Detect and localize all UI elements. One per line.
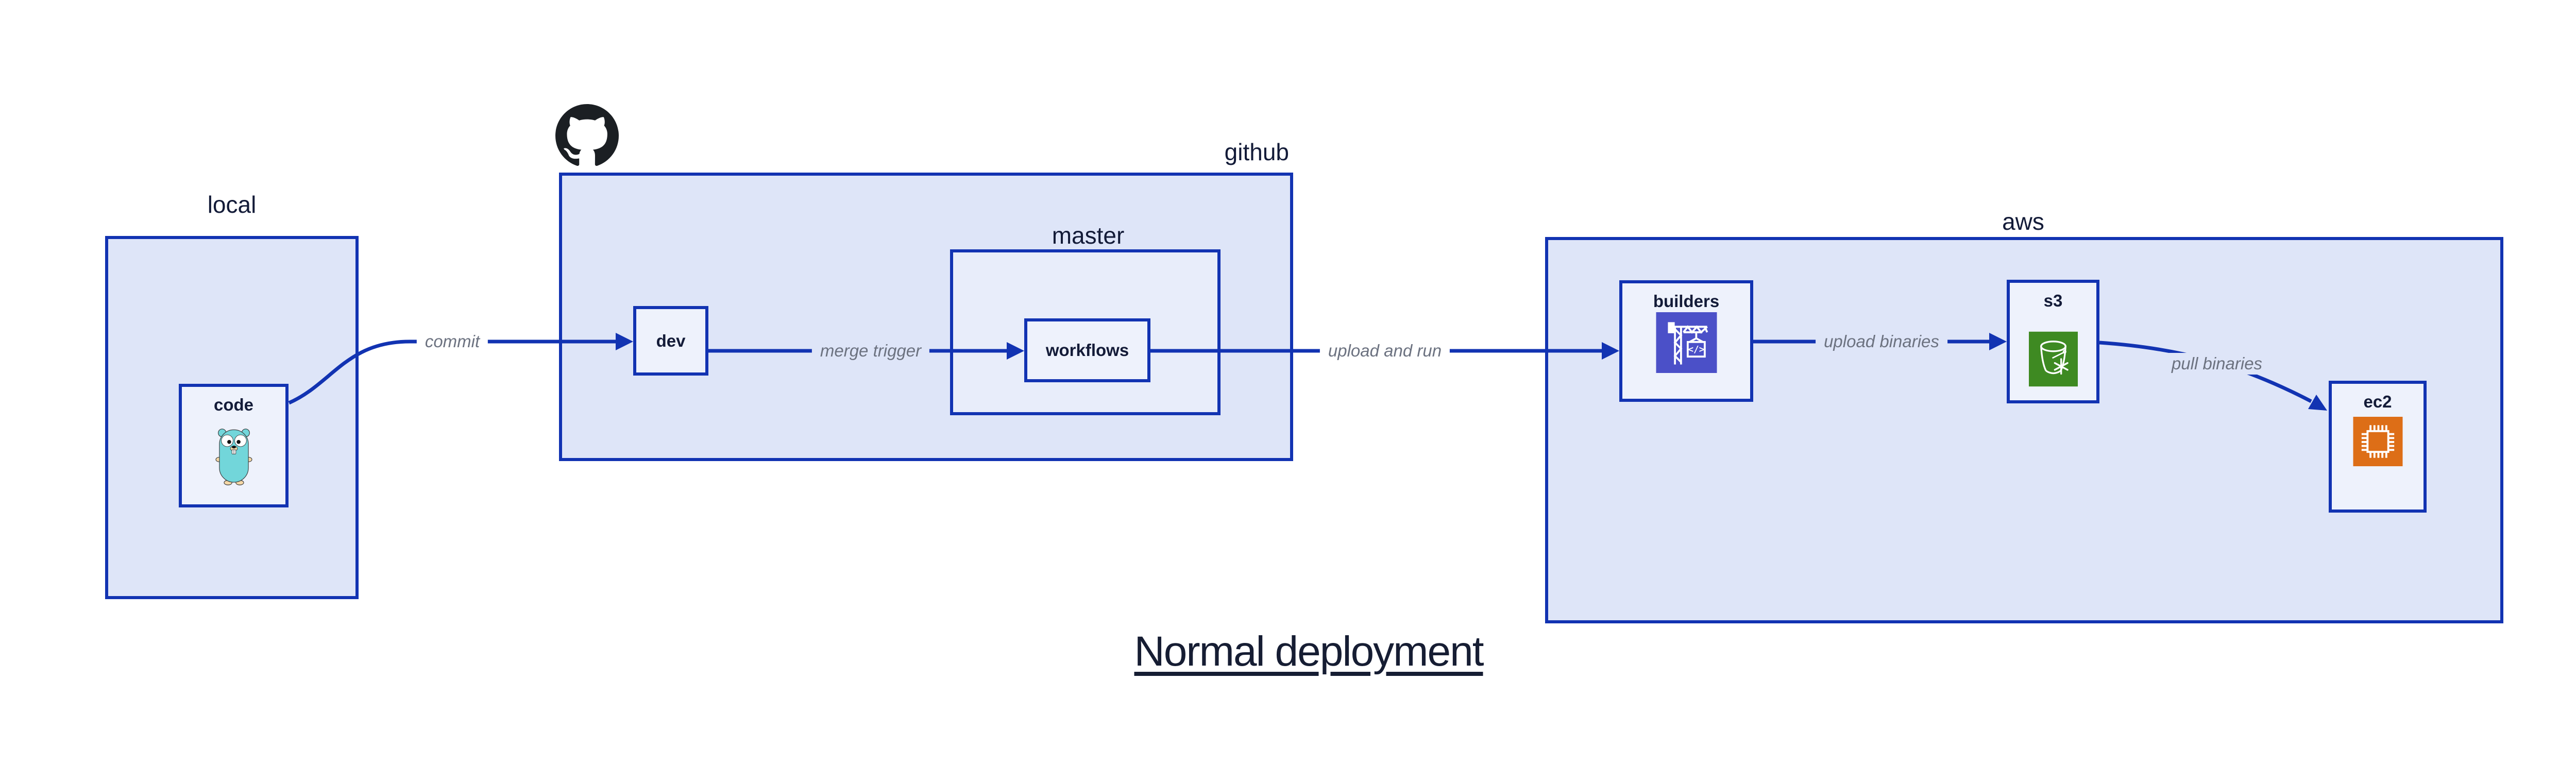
workflows-node-label: workflows: [1045, 341, 1129, 360]
ec2-node: ec2: [2329, 381, 2427, 513]
master-container-label: master: [1052, 222, 1125, 249]
s3-glacier-bucket-icon: [2028, 331, 2078, 389]
builders-node-label: builders: [1653, 292, 1720, 311]
github-container-label: github: [1224, 139, 1289, 165]
pull-binaries-edge-label: pull binaries: [2163, 353, 2271, 375]
github-octocat-icon: [555, 104, 619, 170]
ec2-node-label: ec2: [2363, 392, 2392, 411]
s3-node-label: s3: [2043, 291, 2063, 310]
diagram-title: Normal deployment: [1134, 628, 1484, 675]
s3-node: s3: [2007, 280, 2099, 403]
builders-node: builders </>: [1619, 280, 1753, 402]
ec2-chip-icon: [2353, 417, 2403, 469]
dev-node: dev: [633, 306, 708, 376]
code-node-label: code: [213, 395, 254, 414]
upload-and-run-edge-label: upload and run: [1319, 340, 1450, 362]
dev-node-label: dev: [656, 331, 686, 350]
svg-text:</>: </>: [1688, 345, 1704, 355]
upload-binaries-edge-label: upload binaries: [1816, 331, 1947, 352]
merge-trigger-edge-label: merge trigger: [811, 340, 930, 362]
codebuild-crane-icon: </>: [1656, 312, 1717, 376]
go-gopher-icon: [214, 425, 253, 488]
commit-edge-label: commit: [416, 331, 488, 352]
local-container-label: local: [207, 191, 257, 218]
code-node: code: [179, 384, 289, 507]
aws-container-label: aws: [2002, 208, 2044, 235]
workflows-node: workflows: [1024, 318, 1150, 382]
